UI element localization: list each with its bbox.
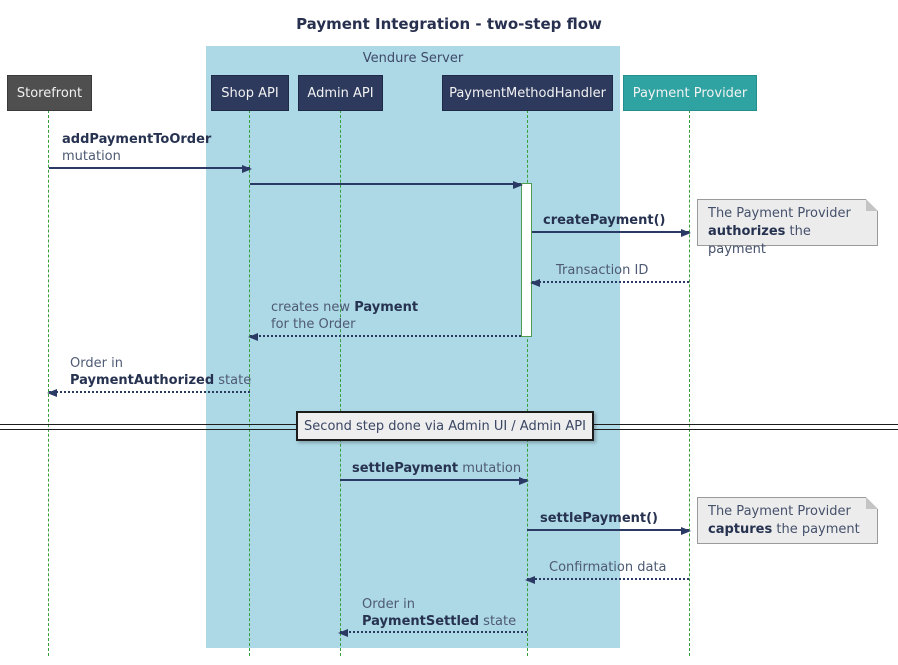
arrowhead-right-icon (519, 477, 529, 485)
message-text-bold: PaymentAuthorized (70, 373, 215, 388)
message-arrow-confirmation-data (525, 576, 689, 584)
message-label-transaction-id: Transaction ID (556, 262, 648, 279)
message-text: mutation (458, 461, 522, 476)
message-text: Order in (362, 597, 415, 612)
arrowhead-right-icon (681, 229, 691, 237)
arrowhead-left-icon (47, 389, 57, 397)
message-text: Transaction ID (556, 263, 649, 278)
message-text-bold: settlePayment() (540, 511, 658, 526)
message-text: Order in (70, 356, 123, 371)
message-text-bold: addPaymentToOrder (62, 132, 212, 147)
lifeline-storefront (48, 110, 49, 656)
note-text: the payment (708, 224, 811, 257)
arrowhead-right-icon (681, 527, 691, 535)
message-text: state (479, 614, 517, 629)
message-label-creates-payment: creates new Payment for the Order (271, 299, 418, 333)
participant-shop-api: Shop API (211, 75, 289, 111)
message-arrow-order-settled (338, 629, 527, 637)
message-label-add-payment: addPaymentToOrder mutation (62, 131, 211, 165)
participant-storefront: Storefront (7, 75, 92, 111)
message-label-settle-payment-call: settlePayment() (540, 510, 658, 527)
message-label-order-authorized: Order in PaymentAuthorized state (70, 355, 251, 389)
note-text: The Payment Provider (708, 504, 851, 519)
message-arrow-transaction-id (530, 279, 689, 287)
participant-payment-method-handler: PaymentMethodHandler (442, 75, 613, 111)
message-text-bold: PaymentSettled (362, 614, 480, 629)
message-text: mutation (62, 149, 121, 164)
message-text: creates new (271, 300, 355, 315)
message-arrow-add-payment (49, 165, 252, 173)
message-arrow-creates-payment (248, 333, 521, 341)
vendure-server-container: Vendure Server (206, 46, 620, 648)
note-text-bold: captures (708, 522, 773, 537)
message-text-bold: createPayment() (543, 213, 666, 228)
divider-label: Second step done via Admin UI / Admin AP… (296, 411, 594, 441)
note-text: the payment (772, 522, 860, 537)
message-text-bold: Payment (354, 300, 419, 315)
arrowhead-left-icon (338, 629, 348, 637)
lifeline-payment-provider (689, 110, 690, 656)
message-text: for the Order (271, 317, 356, 332)
message-label-confirmation-data: Confirmation data (549, 559, 667, 576)
lifeline-admin-api (340, 110, 341, 656)
arrowhead-right-icon (513, 181, 523, 189)
arrowhead-left-icon (525, 576, 535, 584)
arrowhead-left-icon (530, 279, 540, 287)
note-captures: The Payment Provider captures the paymen… (697, 497, 878, 544)
note-text-bold: authorizes (708, 224, 786, 239)
message-label-create-payment: createPayment() (543, 212, 665, 229)
message-label-order-settled: Order in PaymentSettled state (362, 596, 516, 630)
diagram-title: Payment Integration - two-step flow (296, 15, 602, 33)
message-label-settle-payment-mutation: settlePayment mutation (352, 460, 521, 477)
message-arrow-shop-to-handler (250, 181, 523, 189)
message-arrow-create-payment (532, 229, 691, 237)
participant-payment-provider: Payment Provider (623, 75, 757, 111)
message-text-bold: settlePayment (352, 461, 459, 476)
vendure-server-label: Vendure Server (362, 51, 464, 66)
participant-admin-api: Admin API (298, 75, 383, 111)
message-arrow-settle-payment-mutation (340, 477, 529, 485)
activation-bar-payment-method-handler (521, 183, 532, 337)
lifeline-payment-method-handler (527, 110, 528, 656)
message-text: Confirmation data (549, 560, 667, 575)
note-text: The Payment Provider (708, 206, 851, 221)
arrowhead-right-icon (242, 165, 252, 173)
message-arrow-settle-payment-call (527, 527, 691, 535)
message-text: state (214, 373, 252, 388)
arrowhead-left-icon (248, 333, 258, 341)
message-arrow-order-authorized (47, 389, 250, 397)
note-authorizes: The Payment Provider authorizes the paym… (697, 199, 878, 257)
lifeline-shop-api (249, 110, 250, 656)
